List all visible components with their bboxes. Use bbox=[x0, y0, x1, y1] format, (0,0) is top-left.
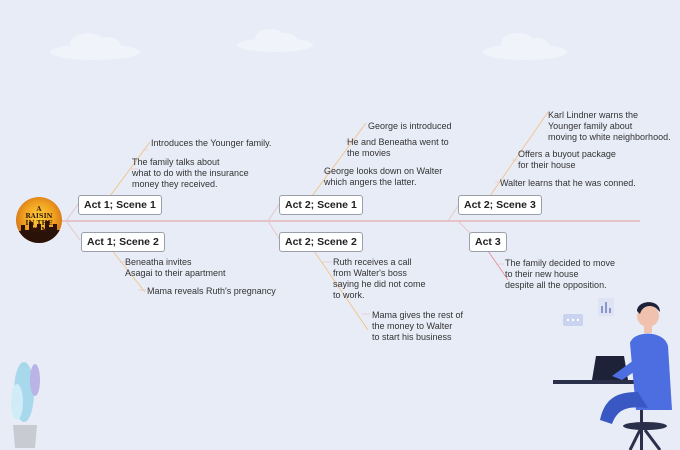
chat-bubble-icon bbox=[563, 314, 583, 326]
branch-a2s1 bbox=[311, 122, 367, 197]
note-a3-1: The family decided to move to their new … bbox=[505, 258, 616, 290]
bar-chart-icon bbox=[598, 298, 614, 316]
node-act2-scene1[interactable]: Act 2; Scene 1 bbox=[279, 195, 363, 215]
note-a2s3-2: Offers a buyout package for their house bbox=[518, 149, 616, 170]
note-a1s2-1: Beneatha invites Asagai to their apartme… bbox=[125, 257, 226, 278]
note-a2s3-1: Karl Lindner warns the Younger family ab… bbox=[548, 110, 671, 142]
skyline-icon bbox=[16, 221, 62, 243]
node-act3[interactable]: Act 3 bbox=[469, 232, 507, 252]
node-act1-scene2[interactable]: Act 1; Scene 2 bbox=[81, 232, 165, 252]
raisin-in-the-sun-logo: A RAISIN IN THE SUN bbox=[16, 197, 62, 243]
node-act2-scene2[interactable]: Act 2; Scene 2 bbox=[279, 232, 363, 252]
node-act2-scene3[interactable]: Act 2; Scene 3 bbox=[458, 195, 542, 215]
note-a1s1-2: The family talks about what to do with t… bbox=[132, 157, 249, 189]
branch-a2s2 bbox=[311, 247, 369, 331]
logo-text: A RAISIN IN THE SUN bbox=[25, 205, 53, 234]
branch-a1s2 bbox=[109, 247, 146, 293]
potted-plant-illustration bbox=[11, 362, 40, 448]
note-a2s1-3: George looks down on Walter which angers… bbox=[324, 166, 443, 187]
note-a2s2-2: Mama gives the rest of the money to Walt… bbox=[372, 310, 464, 342]
node-act1-scene1[interactable]: Act 1; Scene 1 bbox=[78, 195, 162, 215]
cloud-icon bbox=[237, 29, 313, 52]
note-a2s1-1: George is introduced bbox=[368, 121, 452, 131]
branch-a3 bbox=[485, 247, 509, 281]
note-a2s1-2: He and Beneatha went to the movies bbox=[347, 137, 449, 158]
note-a2s3-3: Walter learns that he was conned. bbox=[500, 178, 636, 188]
note-a1s2-2: Mama reveals Ruth's pregnancy bbox=[147, 286, 276, 296]
cloud-icon bbox=[483, 33, 567, 60]
note-a2s2-1: Ruth receives a call from Walter's boss … bbox=[333, 257, 426, 300]
person-at-laptop-illustration bbox=[553, 302, 672, 450]
cloud-icon bbox=[50, 33, 140, 60]
note-a1s1-1: Introduces the Younger family. bbox=[151, 138, 272, 148]
